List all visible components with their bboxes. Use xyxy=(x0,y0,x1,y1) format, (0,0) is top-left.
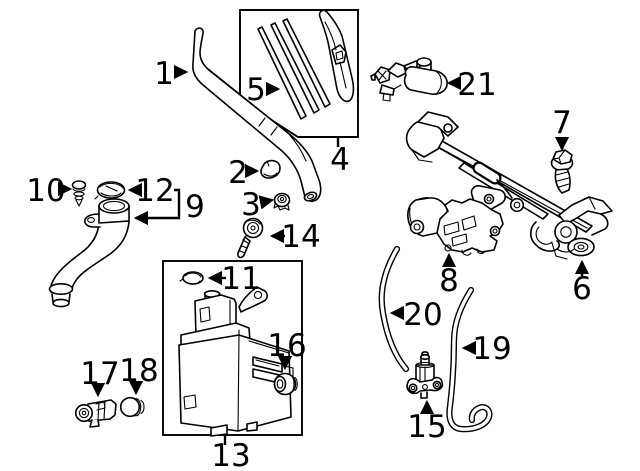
push-clip-art xyxy=(71,180,87,207)
callout-6-label[interactable]: 6 xyxy=(572,271,592,307)
callout-3[interactable]: 3 xyxy=(241,187,275,223)
callout-14-label[interactable]: 14 xyxy=(281,219,320,255)
callout-3-label[interactable]: 3 xyxy=(241,187,261,223)
reservoir-tank-art xyxy=(178,286,294,437)
wiper-linkage-art xyxy=(405,111,613,260)
callout-16[interactable]: 16 xyxy=(267,328,307,371)
filler-neck-art xyxy=(48,198,130,308)
wiper-blade-group-box xyxy=(239,9,359,138)
reservoir-cap-art xyxy=(179,271,204,285)
callout-9-label[interactable]: 9 xyxy=(185,189,205,225)
reservoir-group-box xyxy=(162,260,303,436)
callout-10[interactable]: 10 xyxy=(26,173,73,209)
callout-16-label[interactable]: 16 xyxy=(267,328,306,364)
mounting-bolt-art xyxy=(550,149,574,194)
callout-13-label[interactable]: 13 xyxy=(211,438,250,471)
callout-1[interactable]: 1 xyxy=(154,56,189,92)
washer-hose-b-art xyxy=(446,286,493,433)
callout-10-label[interactable]: 10 xyxy=(26,173,65,209)
callout-11[interactable]: 11 xyxy=(207,261,261,297)
callout-20-label[interactable]: 20 xyxy=(403,297,442,333)
callout-7[interactable]: 7 xyxy=(552,105,572,152)
callout-4-label[interactable]: 4 xyxy=(330,142,350,178)
wiper-blade-assembly-art xyxy=(318,9,355,103)
callout-17-label[interactable]: 17 xyxy=(80,356,119,392)
callout-8[interactable]: 8 xyxy=(439,252,459,299)
callout-18-label[interactable]: 18 xyxy=(119,353,158,389)
callout-1-label[interactable]: 1 xyxy=(154,56,174,92)
callout-2[interactable]: 2 xyxy=(228,155,260,191)
nozzle-grommet-art xyxy=(119,396,145,418)
pivot-grommet-art xyxy=(273,192,291,211)
callout-20[interactable]: 20 xyxy=(389,297,443,333)
callout-3-leader xyxy=(258,195,275,210)
callout-9-leader xyxy=(133,188,181,226)
wiper-arm-art xyxy=(192,27,322,202)
callout-17[interactable]: 17 xyxy=(80,356,120,398)
callout-8-label[interactable]: 8 xyxy=(439,263,459,299)
callout-5[interactable]: 5 xyxy=(246,72,281,108)
callout-12-label[interactable]: 12 xyxy=(135,173,174,209)
tank-grommet-art xyxy=(273,372,298,396)
washer-hose-a-art xyxy=(378,245,410,373)
callout-5-label[interactable]: 5 xyxy=(246,72,266,108)
callout-4[interactable]: 4 xyxy=(330,137,350,178)
callout-19-label[interactable]: 19 xyxy=(472,331,511,367)
washer-nozzle-art xyxy=(75,399,117,428)
callout-19[interactable]: 19 xyxy=(461,331,512,367)
callout-12[interactable]: 12 xyxy=(127,173,175,209)
filler-cap-art xyxy=(94,181,126,200)
callout-15-label[interactable]: 15 xyxy=(407,409,446,445)
callout-9[interactable]: 9 xyxy=(133,188,205,226)
callout-21-label[interactable]: 21 xyxy=(457,67,496,103)
washer-pump-art xyxy=(406,351,444,399)
callout-14[interactable]: 14 xyxy=(269,219,321,255)
callout-11-label[interactable]: 11 xyxy=(221,261,260,297)
callout-15[interactable]: 15 xyxy=(407,399,447,445)
callout-18[interactable]: 18 xyxy=(119,353,159,396)
wiper-blade-refills-art xyxy=(257,18,331,120)
pivot-pin-art xyxy=(237,217,264,259)
wiper-motor-art xyxy=(407,197,504,256)
arm-head-cap-art xyxy=(260,159,281,179)
callout-7-label[interactable]: 7 xyxy=(552,105,572,141)
callout-6[interactable]: 6 xyxy=(572,259,592,307)
callout-21[interactable]: 21 xyxy=(446,67,497,103)
motor-crank-art xyxy=(370,57,448,102)
callout-13[interactable]: 13 xyxy=(211,436,251,471)
callout-2-label[interactable]: 2 xyxy=(228,155,248,191)
